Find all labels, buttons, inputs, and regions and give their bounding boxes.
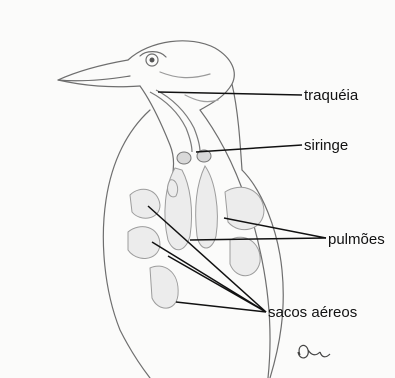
air-sac-2	[128, 227, 160, 259]
pointer-siringe	[196, 145, 302, 152]
trachea	[150, 92, 192, 152]
air-sac-4	[225, 187, 264, 229]
air-sac-5	[230, 237, 260, 276]
syrinx	[177, 150, 211, 164]
lung-right	[196, 166, 218, 248]
artist-signature	[298, 345, 330, 358]
label-siringe: siringe	[304, 138, 348, 153]
label-pulmoes: pulmões	[328, 232, 385, 247]
lung-left	[165, 168, 192, 250]
air-sac-1	[130, 189, 160, 218]
neck-front	[140, 86, 174, 190]
beak-upper	[58, 60, 130, 81]
neck-back	[232, 84, 242, 170]
air-sac-3	[150, 266, 178, 308]
label-sacos-aereos: sacos aéreos	[268, 305, 357, 320]
label-traqueia: traquéia	[304, 88, 358, 103]
pointer-traqueia	[158, 92, 302, 95]
air-sac-6	[168, 180, 178, 197]
